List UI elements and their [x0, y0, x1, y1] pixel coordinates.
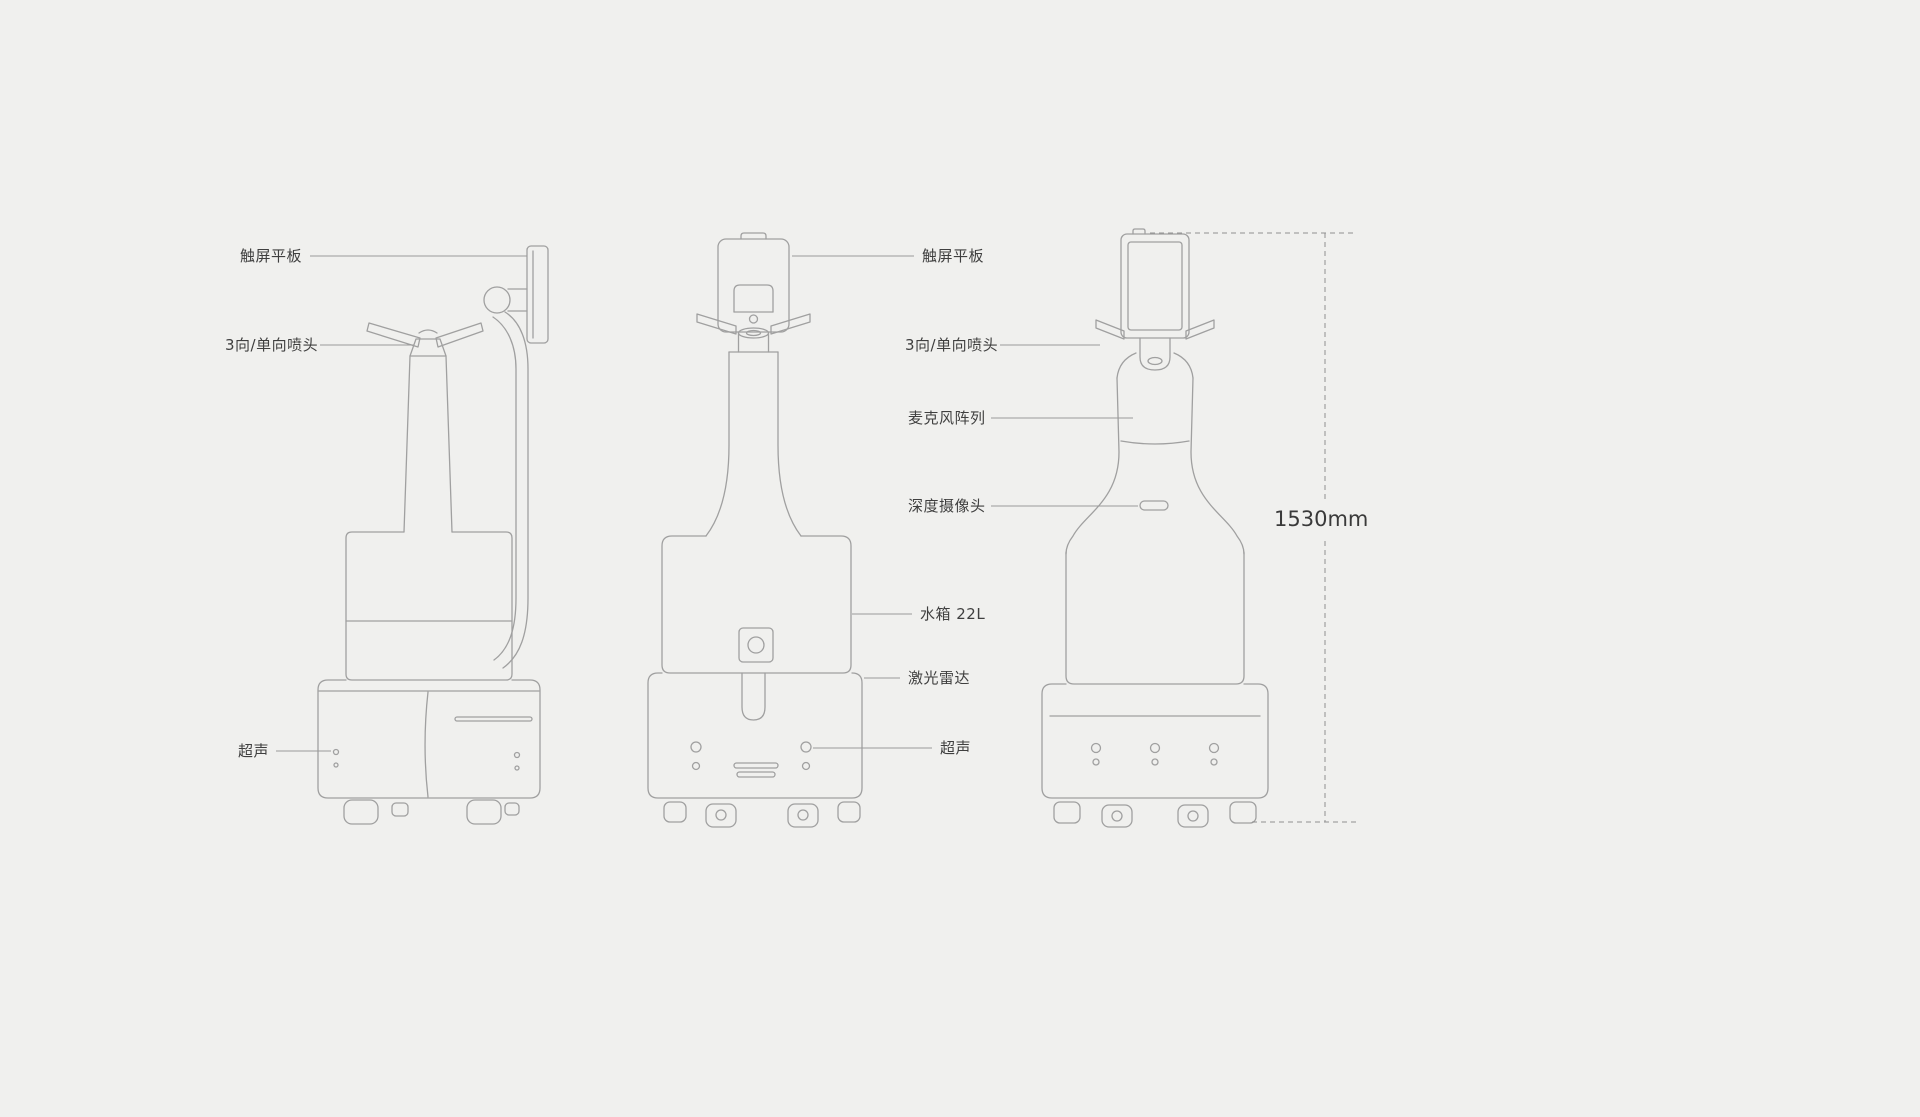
wheels-screen-view: [1053, 801, 1257, 828]
callout-label-ultrasonic-mid: 超声: [940, 739, 972, 757]
water-tank-front: [661, 535, 852, 674]
spray-nozzle-side: [366, 322, 484, 357]
ultrasonic-sensor-dots: [690, 741, 812, 771]
neck-column-side: [403, 355, 453, 533]
tablet-screen: [1120, 228, 1190, 339]
spray-nozzle-front: [696, 313, 811, 353]
callout-lines: [276, 255, 1138, 752]
callout-label-depth-camera: 深度摄像头: [908, 497, 986, 515]
spray-nozzle-screen-view: [1095, 319, 1215, 371]
neck-mic-array: [1065, 352, 1245, 555]
callout-label-lidar: 激光雷达: [908, 669, 971, 687]
callout-label-nozzle-mid: 3向/单向喷头: [905, 336, 999, 354]
wheels-front: [663, 801, 861, 828]
callout-label-touchscreen-mid: 触屏平板: [922, 247, 985, 265]
dimension-lines: [1150, 232, 1357, 823]
base-chassis-front: [647, 672, 863, 799]
dimension-height-label: 1530mm: [1270, 507, 1373, 531]
water-tank-side: [345, 531, 513, 681]
callout-label-nozzle-left: 3向/单向喷头: [225, 336, 319, 354]
tablet-side: [483, 245, 549, 344]
water-tank-screen-view: [1065, 551, 1245, 685]
tablet-back: [717, 232, 790, 333]
depth-camera-slot: [1139, 500, 1169, 511]
ultrasonic-sensor-dots: [1090, 742, 1220, 766]
robot-front-screen-view: [1041, 228, 1269, 828]
base-chassis-side: [317, 679, 541, 799]
robot-front-view: [647, 232, 863, 828]
neck-column-front: [705, 351, 802, 537]
robot-side-view: [317, 245, 549, 825]
ultrasonic-sensor-dots: [332, 748, 521, 771]
callout-label-mic-array: 麦克风阵列: [908, 409, 986, 427]
callout-label-ultrasonic-left: 超声: [238, 742, 270, 760]
callout-label-water-tank: 水箱 22L: [920, 605, 986, 623]
support-arm: [492, 311, 529, 669]
base-chassis-screen-view: [1041, 683, 1269, 799]
callout-label-touchscreen-left: 触屏平板: [240, 247, 303, 265]
wheels-side: [343, 799, 520, 825]
